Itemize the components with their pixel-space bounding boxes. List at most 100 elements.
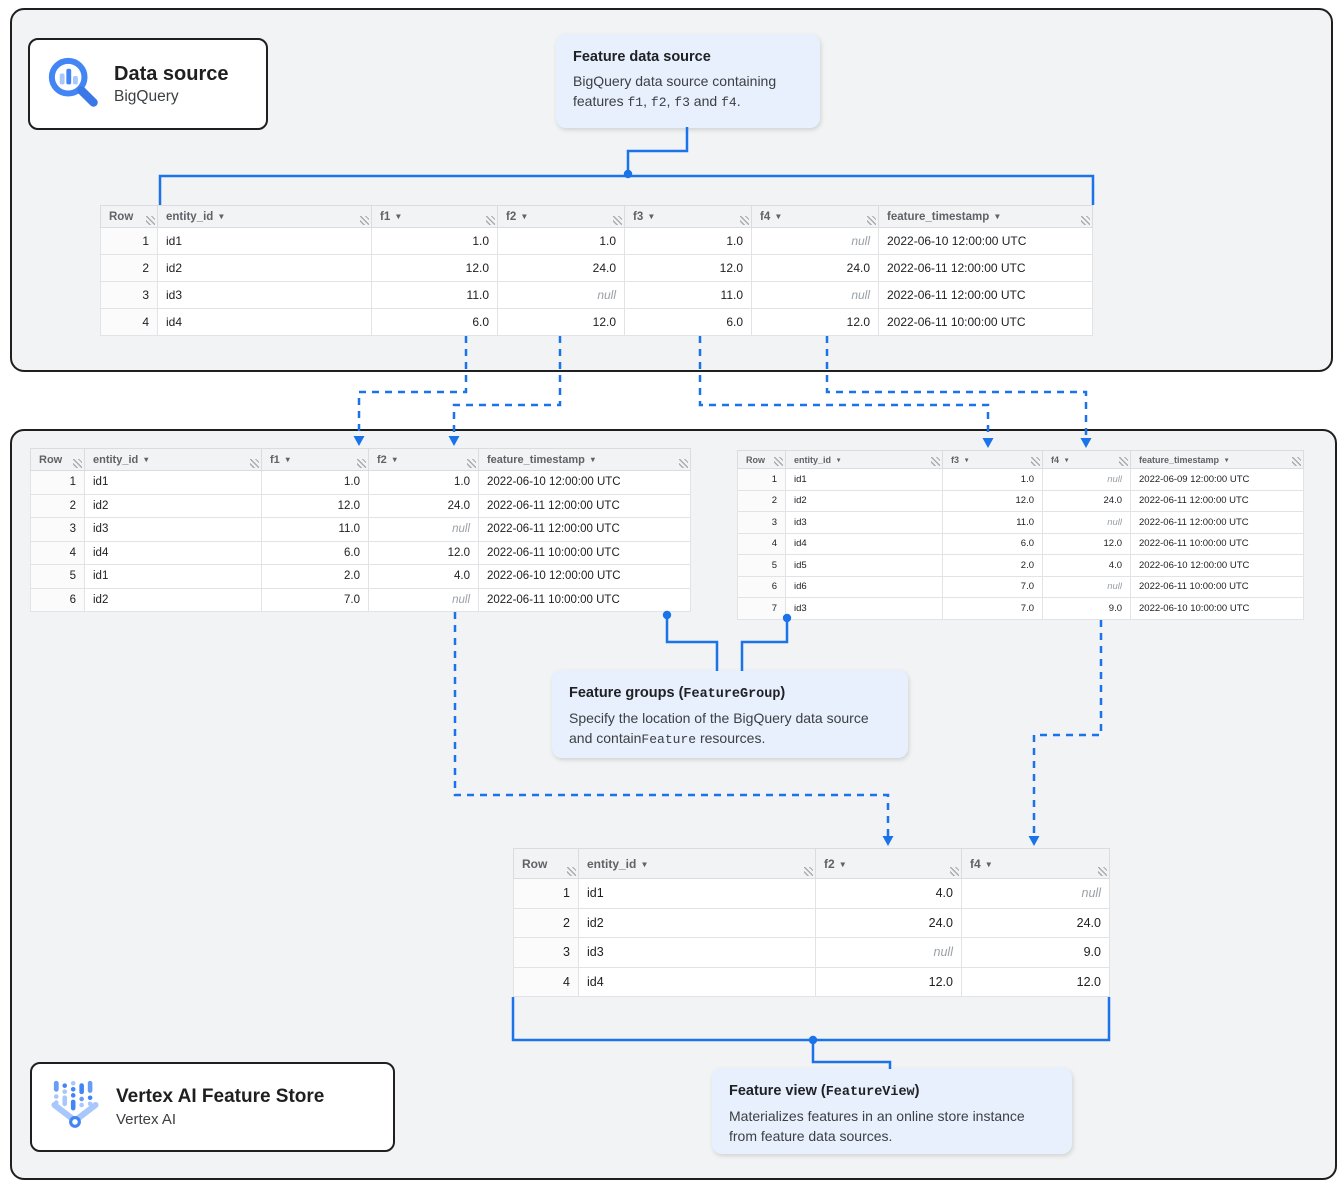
sort-caret-icon: ▾ bbox=[522, 211, 527, 221]
vertex-ai-icon bbox=[46, 1076, 104, 1139]
table-cell: 7.0 bbox=[261, 587, 369, 612]
table-cell: 7.0 bbox=[942, 597, 1043, 620]
sort-caret-icon: ▾ bbox=[392, 454, 397, 464]
column-header-f1: f1▾ bbox=[261, 448, 369, 471]
table-cell: 2022-06-11 12:00:00 UTC bbox=[478, 517, 691, 542]
table-cell: id1 bbox=[84, 470, 262, 495]
table-cell: 2022-06-10 12:00:00 UTC bbox=[478, 470, 691, 495]
table-cell: 11.0 bbox=[371, 281, 498, 309]
table-cell: 2022-06-11 12:00:00 UTC bbox=[1130, 511, 1304, 534]
column-label: Row bbox=[522, 856, 548, 871]
column-resize-handle-icon bbox=[250, 459, 259, 468]
text: and contain bbox=[569, 729, 642, 746]
sort-caret-icon: ▾ bbox=[649, 211, 654, 221]
sort-caret-icon: ▾ bbox=[840, 858, 846, 869]
column-header-entity_id: entity_id▾ bbox=[785, 450, 943, 469]
column-label: entity_id bbox=[93, 453, 139, 466]
column-label: Row bbox=[39, 453, 63, 466]
data-source-subtitle: BigQuery bbox=[114, 88, 179, 105]
table-cell: 12.0 bbox=[751, 308, 879, 336]
table-cell: id1 bbox=[157, 227, 372, 255]
table-cell: id4 bbox=[84, 540, 262, 565]
column-label: Row bbox=[109, 210, 134, 223]
table-cell: 24.0 bbox=[815, 907, 962, 938]
table-cell: null bbox=[1042, 468, 1131, 491]
table-cell: 4 bbox=[30, 540, 85, 565]
table-cell: id1 bbox=[84, 564, 262, 589]
column-label: f4 bbox=[760, 210, 771, 223]
sort-caret-icon: ▾ bbox=[590, 454, 595, 464]
table-cell: 24.0 bbox=[368, 493, 479, 518]
column-resize-handle-icon bbox=[950, 867, 959, 876]
table-cell: id1 bbox=[578, 878, 816, 909]
sort-caret-icon: ▾ bbox=[144, 454, 149, 464]
table-cell: 12.0 bbox=[497, 308, 625, 336]
code-text: FeatureView bbox=[825, 1085, 915, 1100]
table-cell: 11.0 bbox=[942, 511, 1043, 534]
table-cell: 2022-06-10 12:00:00 UTC bbox=[1130, 554, 1304, 577]
table-cell: 1 bbox=[30, 470, 85, 495]
callout-body: Materializes features in an online store… bbox=[729, 1107, 1055, 1146]
text: and bbox=[689, 92, 722, 109]
table-cell: 3 bbox=[737, 511, 786, 534]
column-header-f1: f1▾ bbox=[371, 205, 498, 228]
table-cell: 6.0 bbox=[261, 540, 369, 565]
table-cell: 2022-06-10 12:00:00 UTC bbox=[878, 227, 1093, 255]
table-cell: id2 bbox=[84, 493, 262, 518]
text: Feature groups ( bbox=[569, 685, 684, 701]
table-cell: 24.0 bbox=[751, 254, 879, 282]
column-header-f2: f2▾ bbox=[368, 448, 479, 471]
column-resize-handle-icon bbox=[360, 216, 369, 225]
table-cell: 9.0 bbox=[961, 937, 1110, 968]
sort-caret-icon: ▾ bbox=[1065, 456, 1069, 464]
sort-caret-icon: ▾ bbox=[776, 211, 781, 221]
column-header-feature_timestamp: feature_timestamp▾ bbox=[1130, 450, 1304, 469]
table-cell: 2022-06-11 10:00:00 UTC bbox=[478, 587, 691, 612]
table-cell: 3 bbox=[513, 937, 579, 968]
table-cell: null bbox=[961, 878, 1110, 909]
column-resize-handle-icon bbox=[679, 459, 688, 468]
table-cell: 12.0 bbox=[942, 489, 1043, 512]
column-label: f1 bbox=[380, 210, 391, 223]
text: , bbox=[666, 92, 675, 109]
column-resize-handle-icon bbox=[1081, 216, 1090, 225]
text: from feature data sources. bbox=[729, 1127, 893, 1144]
table-cell: id1 bbox=[785, 468, 943, 491]
column-resize-handle-icon bbox=[1098, 867, 1107, 876]
table-cell: 12.0 bbox=[1042, 532, 1131, 555]
column-header-entity_id: entity_id▾ bbox=[157, 205, 372, 228]
feature-groups-callout: Feature groups (FeatureGroup) Specify th… bbox=[552, 670, 908, 758]
column-header-Row: Row bbox=[30, 448, 85, 471]
feature-view-callout: Feature view (FeatureView) Materializes … bbox=[712, 1068, 1072, 1154]
table-cell: 12.0 bbox=[368, 540, 479, 565]
column-header-f4: f4 ▾ bbox=[751, 205, 879, 228]
sort-caret-icon: ▾ bbox=[1225, 456, 1229, 464]
table-cell: null bbox=[1042, 575, 1131, 598]
column-label: f3 bbox=[633, 210, 644, 223]
column-header-f4: f4▾ bbox=[1042, 450, 1131, 469]
sort-caret-icon: ▾ bbox=[219, 211, 224, 221]
table-cell: 2 bbox=[513, 907, 579, 938]
table-cell: 4 bbox=[737, 532, 786, 555]
text: , bbox=[643, 92, 651, 109]
table-cell: id2 bbox=[785, 489, 943, 512]
column-header-Row: Row bbox=[737, 450, 786, 469]
column-resize-handle-icon bbox=[774, 457, 783, 466]
table-cell: 1 bbox=[513, 878, 579, 909]
data-source-title: Data source bbox=[114, 63, 229, 85]
table-cell: 4.0 bbox=[1042, 554, 1131, 577]
data-source-card: Data source BigQuery bbox=[28, 38, 268, 130]
table-cell: 2022-06-11 10:00:00 UTC bbox=[478, 540, 691, 565]
